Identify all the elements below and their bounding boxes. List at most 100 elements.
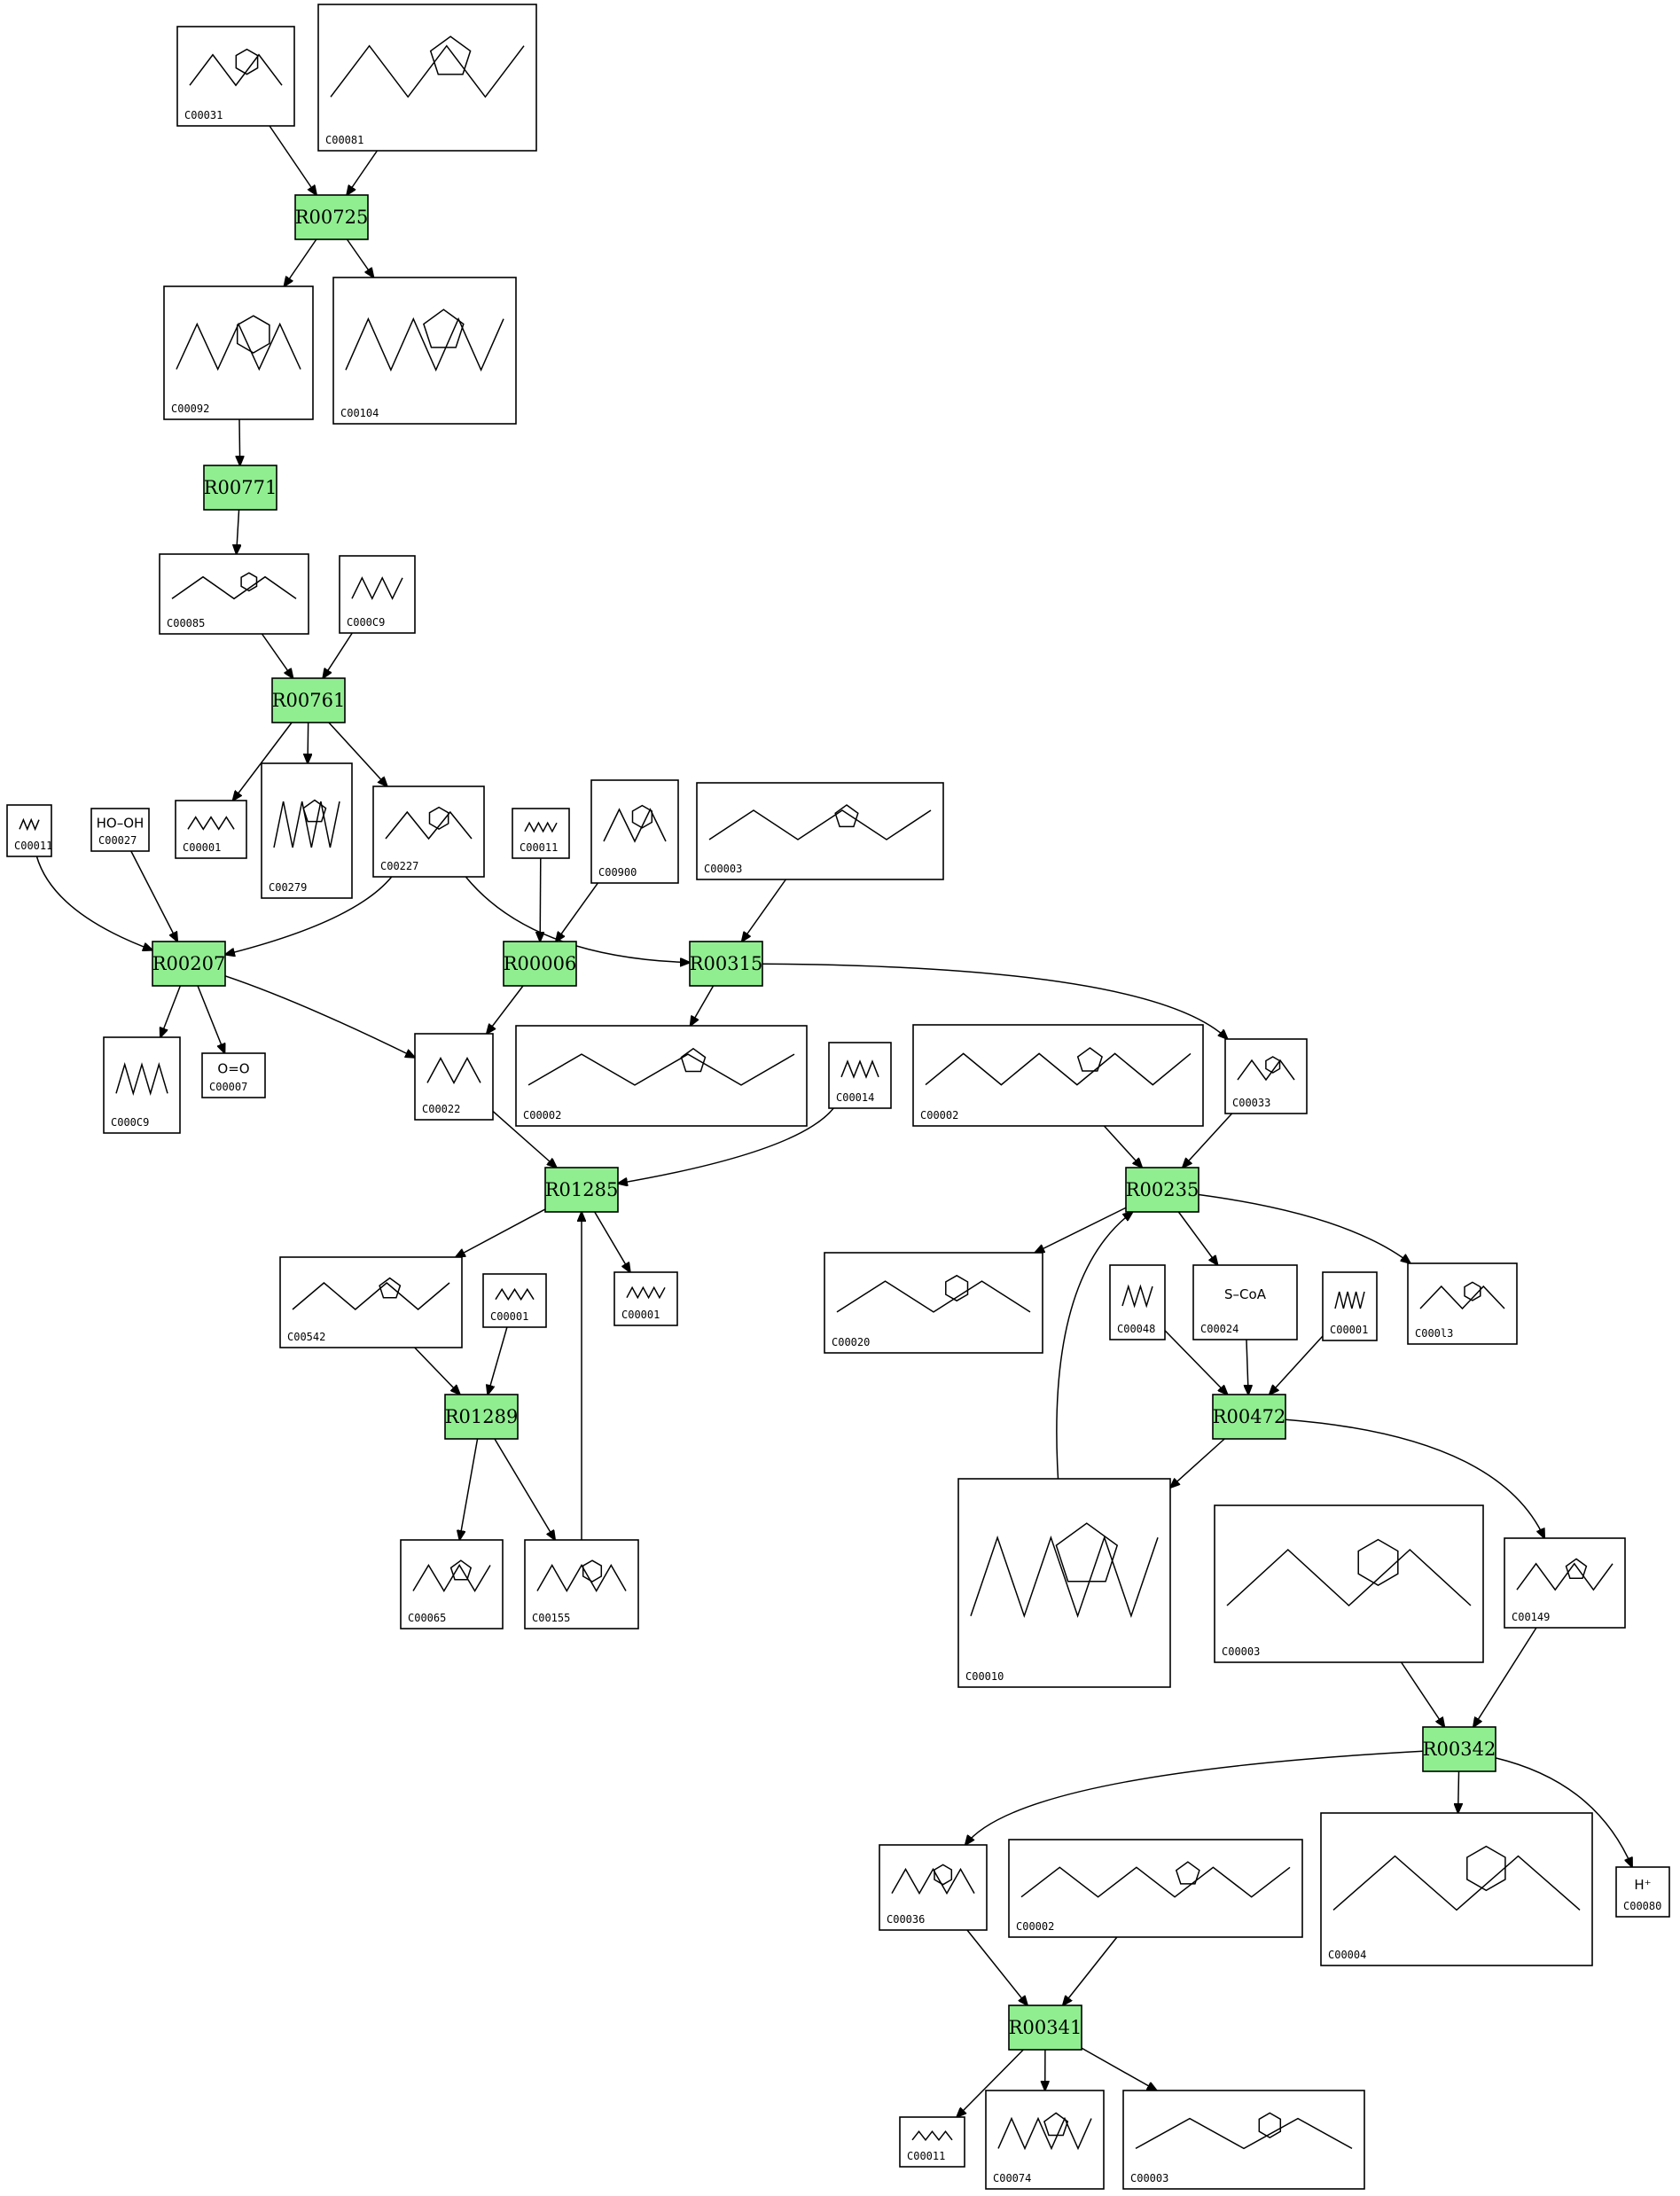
compound-node[interactable]: C00003 — [696, 782, 944, 880]
compound-node[interactable]: C00004 — [1320, 1812, 1593, 1966]
molecule-structure — [385, 806, 473, 840]
compound-node[interactable]: C00033 — [1224, 1038, 1308, 1114]
reaction-id-label: R00725 — [295, 207, 369, 228]
reaction-node[interactable]: R00006 — [503, 941, 577, 987]
pathway-edge — [35, 856, 152, 950]
compound-node[interactable]: C00001 — [175, 800, 247, 859]
compound-id-label: C00279 — [269, 881, 307, 894]
pathway-edge — [160, 985, 182, 1037]
compound-node[interactable]: C00149 — [1504, 1537, 1626, 1629]
compound-node[interactable]: C00010 — [957, 1478, 1171, 1688]
compound-node[interactable]: C00104 — [332, 277, 517, 425]
compound-node[interactable]: C00020 — [824, 1252, 1043, 1354]
pathway-edge — [224, 975, 415, 1058]
compound-node[interactable]: C00022 — [414, 1033, 494, 1121]
compound-node[interactable]: C000C9 — [103, 1036, 181, 1134]
molecule-structure — [187, 816, 235, 831]
pathway-edge — [965, 1750, 1424, 1845]
reaction-node[interactable]: R00207 — [152, 941, 226, 987]
compound-node[interactable]: C000C9 — [339, 555, 416, 634]
pathway-edge — [618, 1107, 834, 1184]
reaction-node[interactable]: R00315 — [689, 941, 763, 987]
compound-node[interactable]: C00003 — [1122, 2090, 1365, 2190]
compound-id-label: C00155 — [532, 1612, 570, 1624]
molecule-structure — [891, 1864, 975, 1895]
compound-node[interactable]: C00155 — [524, 1539, 639, 1629]
compound-node[interactable]: H⁺C00080 — [1615, 1866, 1670, 1918]
reaction-node[interactable]: R00341 — [1008, 2005, 1082, 2051]
pathway-edge — [1063, 1936, 1118, 2005]
pathway-edge — [1400, 1661, 1445, 1727]
compound-node[interactable]: C00065 — [400, 1539, 504, 1629]
compound-id-label: C00036 — [887, 1913, 925, 1926]
compound-node[interactable]: C00081 — [317, 4, 537, 152]
compound-node[interactable]: C00031 — [176, 26, 295, 127]
compound-node[interactable]: C00002 — [912, 1024, 1204, 1127]
compound-id-label: C00001 — [1330, 1324, 1368, 1336]
reaction-node[interactable]: R01289 — [444, 1394, 519, 1440]
compound-node[interactable]: C00002 — [515, 1025, 808, 1127]
reaction-node[interactable]: R00761 — [271, 677, 346, 723]
compound-node[interactable]: C00542 — [279, 1256, 463, 1348]
compound-node[interactable]: C00011 — [512, 808, 570, 859]
compound-node[interactable]: C00900 — [590, 779, 679, 884]
molecule-structure — [292, 1277, 450, 1310]
pathway-edge — [492, 1110, 557, 1168]
molecule-structure — [115, 1062, 168, 1096]
compound-id-label: C00001 — [490, 1310, 528, 1323]
compound-node[interactable]: C00085 — [159, 553, 309, 635]
compound-node[interactable]: C00001 — [482, 1273, 547, 1328]
compound-id-label: C00003 — [1130, 2172, 1168, 2184]
reaction-node[interactable]: R00342 — [1422, 1726, 1496, 1772]
reaction-node[interactable]: R00472 — [1212, 1394, 1286, 1440]
pathway-edge — [1270, 1335, 1324, 1395]
reaction-node[interactable]: R00235 — [1125, 1167, 1199, 1213]
compound-id-label: C00048 — [1117, 1323, 1155, 1335]
compound-node[interactable]: C000l3 — [1407, 1262, 1518, 1345]
compound-id-label: C00081 — [325, 134, 363, 146]
compound-id-label: C00011 — [907, 2150, 945, 2162]
reaction-node[interactable]: R00771 — [203, 465, 277, 511]
compound-node[interactable]: C00036 — [879, 1844, 988, 1931]
compound-node[interactable]: C00003 — [1214, 1504, 1484, 1663]
compound-node[interactable]: C00279 — [261, 762, 353, 899]
pathway-edge — [594, 1211, 630, 1272]
compound-node[interactable]: C00048 — [1109, 1264, 1166, 1340]
compound-id-label: C00227 — [380, 860, 418, 872]
molecule-structure — [836, 1274, 1031, 1313]
compound-node[interactable]: C00092 — [163, 285, 314, 420]
reaction-node[interactable]: R01285 — [544, 1167, 619, 1213]
reaction-id-label: R00235 — [1126, 1179, 1199, 1200]
pathway-edge — [487, 985, 524, 1034]
compound-node[interactable]: C00227 — [372, 785, 485, 878]
compound-node[interactable]: C00014 — [828, 1042, 892, 1109]
compound-formula: O=O — [217, 1061, 249, 1077]
compound-id-label: C00542 — [287, 1331, 325, 1343]
compound-node[interactable]: C00001 — [1322, 1271, 1378, 1341]
compound-id-label: C00085 — [167, 617, 205, 629]
reaction-node[interactable]: R00725 — [294, 194, 369, 240]
compound-id-label: C00033 — [1232, 1097, 1270, 1109]
molecule-structure — [176, 315, 301, 371]
pathway-edge — [957, 2049, 1024, 2117]
compound-id-label: C00022 — [422, 1103, 460, 1115]
compound-node[interactable]: C00002 — [1008, 1839, 1303, 1938]
pathway-edge — [414, 1347, 460, 1395]
pathway-edge — [308, 722, 309, 763]
molecule-structure — [495, 1287, 535, 1301]
pathway-edge — [1495, 1757, 1632, 1867]
compound-node[interactable]: C00011 — [899, 2116, 965, 2168]
compound-node[interactable]: C00074 — [985, 2090, 1105, 2190]
pathway-edge — [130, 850, 177, 942]
molecule-structure — [1516, 1558, 1614, 1591]
reaction-id-label: R00472 — [1213, 1406, 1286, 1427]
compound-id-label: C00002 — [523, 1109, 561, 1121]
pathway-edge — [323, 632, 353, 678]
compound-node[interactable]: C00001 — [613, 1271, 678, 1326]
compound-node[interactable]: C00011 — [6, 804, 52, 857]
